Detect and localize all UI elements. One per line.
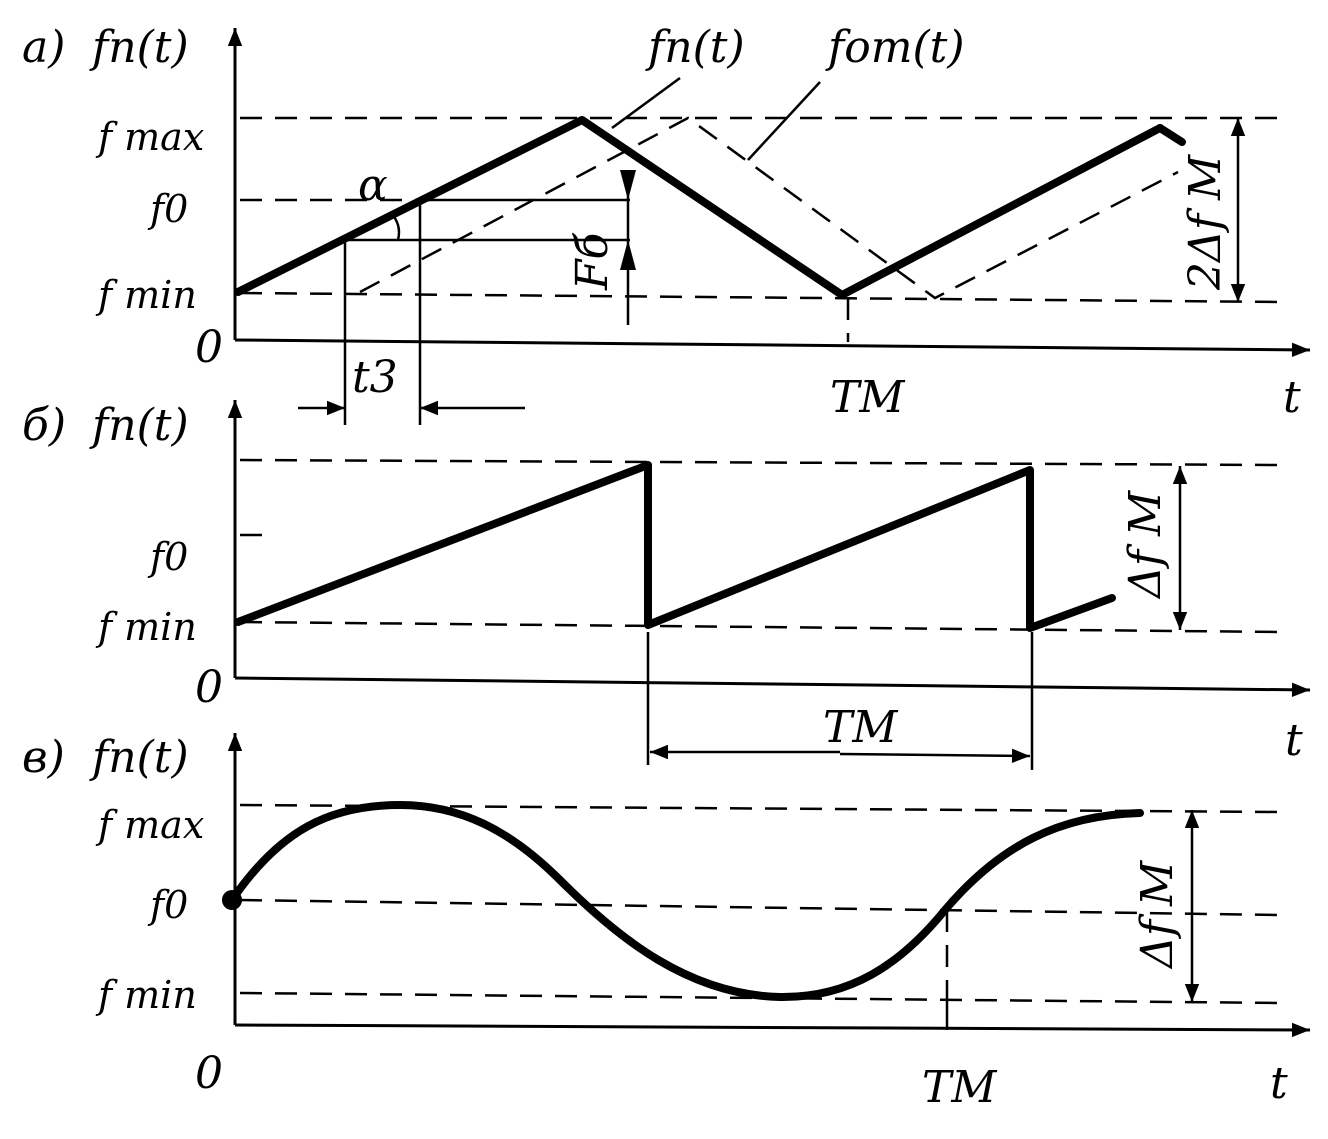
- panel-a-y-axis-label: fп(t): [89, 22, 189, 73]
- panel-c-y-axis-label: fп(t): [89, 732, 189, 783]
- panel-a-fmin-level: [239, 291, 1281, 304]
- panel-c-start-dot: [222, 890, 242, 910]
- panel-c-fmin-label: f min: [95, 973, 197, 1017]
- panel-c-f0-level: [239, 898, 1281, 917]
- panel-b-fmin-label: f min: [95, 605, 197, 649]
- panel-c-deviation-label: Δf M: [1132, 860, 1183, 970]
- panel-b-y-axis-label: fп(t): [89, 400, 189, 451]
- panel-a-beat-arrow-bottom: [620, 240, 636, 270]
- panel-a-fot-leader: [747, 81, 821, 161]
- panel-b-deviation-label: Δf M: [1120, 490, 1171, 600]
- panel-c-f0-label: f0: [147, 883, 188, 927]
- panel-c-sine-signal: [228, 801, 1144, 1002]
- panel-a-beat-arrow-top: [620, 170, 636, 200]
- panel-a-fot-curve-label: fот(t): [825, 22, 965, 73]
- panel-a-angle-label: α: [358, 160, 388, 211]
- panel-a-fp-curve-label: fп(t): [645, 22, 745, 73]
- panel-c-origin: 0: [195, 1048, 223, 1099]
- panel-b-x-axis-label: t: [1285, 715, 1303, 766]
- panel-a-reflected-signal: [359, 116, 1179, 300]
- panel-a-origin: 0: [195, 322, 223, 373]
- panel-a-transmitted-signal: [234, 116, 1164, 299]
- panel-b-x-axis: [234, 676, 1311, 697]
- panel-c-fmax-label: f max: [95, 803, 204, 847]
- panel-b-marker: б): [22, 400, 66, 451]
- panel-a-fmax-label: f max: [95, 115, 204, 159]
- panel-a-beat-label: Fб: [567, 232, 618, 291]
- panel-c: в) fп(t) f max f0 f min 0 t TM Δf M: [22, 732, 1311, 1113]
- panel-a-delay-label: t3: [352, 352, 398, 403]
- panel-b-fmin-level: [239, 620, 1281, 634]
- panel-c-marker: в): [22, 732, 65, 783]
- panel-a-fp-leader: [611, 76, 681, 130]
- panel-c-x-axis-label: t: [1270, 1058, 1288, 1109]
- panel-a-fmin-label: f min: [95, 273, 197, 317]
- panel-a-period-label: TM: [830, 372, 905, 423]
- panel-b-period-label: TM: [823, 702, 898, 753]
- panel-a-x-axis: [234, 338, 1311, 358]
- panel-a-deviation-label: 2Δf M: [1180, 154, 1231, 291]
- panel-b-sawtooth-signal: [234, 461, 1116, 632]
- panel-c-x-axis: [234, 1022, 1311, 1038]
- panel-b-fmax-level: [239, 458, 1281, 467]
- panel-a: a) fп(t) f max f0 f min 0 t fп(t) fот(t)…: [22, 22, 1311, 425]
- panel-b-origin: 0: [195, 662, 223, 713]
- panel-b-period-arrow-right: [839, 748, 1031, 764]
- panel-a-angle-arc: [389, 211, 401, 241]
- panel-a-signal-end: [1156, 124, 1186, 146]
- panel-a-marker: a): [22, 22, 65, 73]
- panel-a-x-axis-label: t: [1283, 372, 1301, 423]
- panel-c-period-label: TM: [922, 1062, 997, 1113]
- panel-b-f0-label: f0: [147, 535, 188, 579]
- panel-b: б) fп(t) f0 f min 0 t TM Δf M: [22, 400, 1311, 770]
- panel-a-f0-label: f0: [147, 187, 188, 231]
